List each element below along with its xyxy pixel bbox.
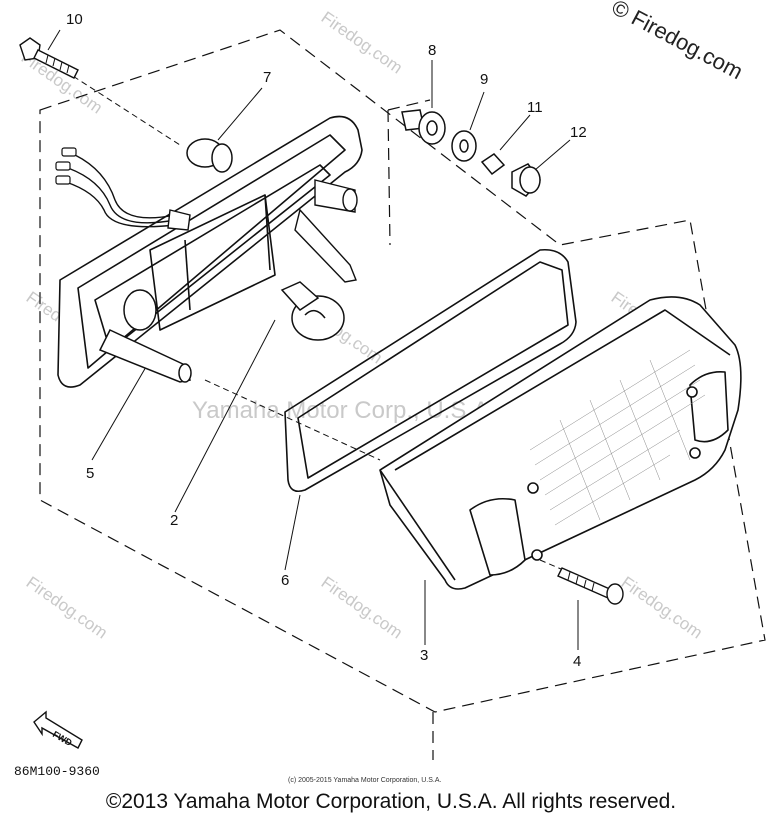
leader-lines (47, 29, 579, 650)
small-copyright: (c) 2005-2015 Yamaha Motor Corporation, … (288, 777, 441, 784)
footer-copyright: ©2013 Yamaha Motor Corporation, U.S.A. A… (105, 790, 677, 813)
screw (557, 567, 624, 605)
corner-watermark: © Firedog.com (608, 0, 747, 84)
gasket (284, 248, 577, 493)
callout-4: 4 (573, 653, 581, 670)
fwd-arrow-icon: FWD (33, 710, 83, 749)
callout-labels: 10 7 8 9 11 12 5 2 6 3 4 (66, 11, 587, 670)
grommet (186, 138, 233, 173)
callout-5: 5 (86, 465, 94, 482)
hardware-stack (401, 109, 541, 197)
part-code: 86M100-9360 (14, 764, 100, 779)
watermark-center: Yamaha Motor Corp., U.S.A. (192, 397, 496, 424)
wire-connectors (55, 147, 77, 185)
upper-sockets (294, 179, 358, 283)
callout-9: 9 (480, 71, 488, 88)
bulb-socket (98, 289, 192, 383)
watermark-site-2: Firedog.com (318, 8, 406, 78)
bulb (280, 281, 345, 341)
bolt (19, 37, 79, 79)
callout-6: 6 (281, 572, 289, 589)
callout-2: 2 (170, 512, 178, 529)
watermark-site-8: Firedog.com (618, 573, 706, 643)
fwd-label: FWD (51, 729, 74, 748)
parts-diagram: Firedog.com Firedog.com Firedog.com Fire… (14, 0, 766, 784)
callout-3: 3 (420, 647, 428, 664)
callout-10: 10 (66, 11, 83, 28)
wire-harness (65, 154, 191, 231)
watermark-site-7: Firedog.com (318, 573, 406, 643)
lens-texture (529, 349, 706, 526)
callout-12: 12 (570, 124, 587, 141)
watermark-site-6: Firedog.com (23, 573, 111, 643)
callout-7: 7 (263, 69, 271, 86)
callout-8: 8 (428, 42, 436, 59)
callout-11: 11 (527, 99, 543, 116)
lens (379, 296, 742, 590)
